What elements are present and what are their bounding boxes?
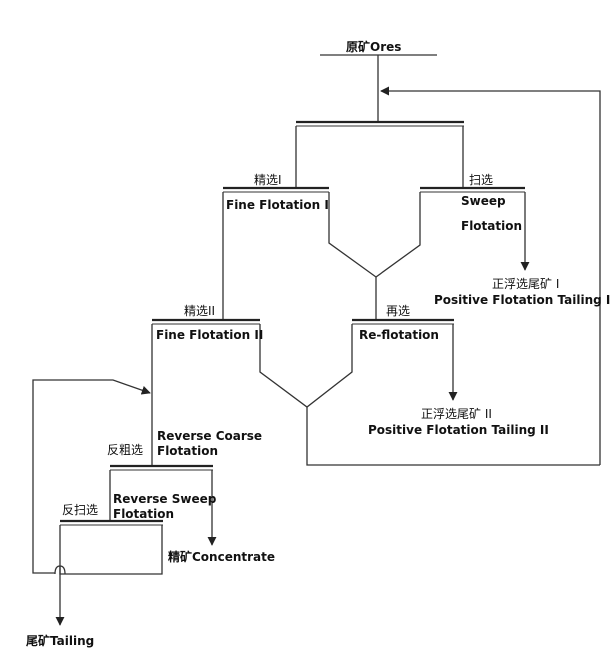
reverse-coarse-cell: [110, 464, 213, 471]
fine1-cn-label: 精选I: [254, 173, 282, 187]
reverse-sweep-box: [59, 525, 163, 575]
fine2-en-label: Fine Flotation II: [156, 328, 263, 342]
revsweep-cn-label: 反扫选: [62, 503, 98, 517]
fine2-cn-label: 精选II: [184, 304, 215, 318]
revsweep-en-label-2: Flotation: [113, 507, 174, 521]
sweep-en-label-1: Sweep: [461, 194, 506, 208]
ores-label: 原矿Ores: [346, 39, 401, 54]
tailing1-cn-label: 正浮选尾矿 I: [492, 277, 559, 291]
merge-funnel-2: [259, 324, 353, 408]
reverse-sweep-cell: [60, 519, 163, 526]
recycle-arrow-right: [380, 86, 601, 465]
revsweep-en-label-1: Reverse Sweep: [113, 492, 217, 506]
fine-flotation-1-cell: [223, 186, 329, 193]
reflotation-cn-label: 再选: [386, 304, 410, 318]
concentrate-label: 精矿Concentrate: [168, 549, 275, 564]
revcoarse-en-label-1: Reverse Coarse: [157, 429, 262, 443]
revcoarse-en-label-2: Flotation: [157, 444, 218, 458]
merge-funnel-1: [328, 192, 421, 278]
recycle-arrow-left: [32, 379, 151, 574]
tailing-label: 尾矿Tailing: [26, 633, 94, 648]
reflotation-cell: [352, 318, 454, 325]
recycle-line-bottom: [306, 407, 600, 466]
sweep-en-label-2: Flotation: [461, 219, 522, 233]
tailing1-en-label: Positive Flotation Tailing I: [434, 293, 610, 307]
fine-flotation-2-cell: [152, 318, 260, 325]
sweep-flotation-cell: [420, 186, 525, 193]
reflotation-en-label: Re-flotation: [359, 328, 439, 342]
tailing2-cn-label: 正浮选尾矿 II: [421, 407, 492, 421]
fine1-en-label: Fine Flotation I: [226, 198, 329, 212]
tailing2-en-label: Positive Flotation Tailing II: [368, 423, 549, 437]
sweep-cn-label: 扫选: [469, 173, 493, 187]
rougher-cell: [296, 120, 464, 127]
revcoarse-cn-label: 反粗选: [107, 443, 143, 457]
